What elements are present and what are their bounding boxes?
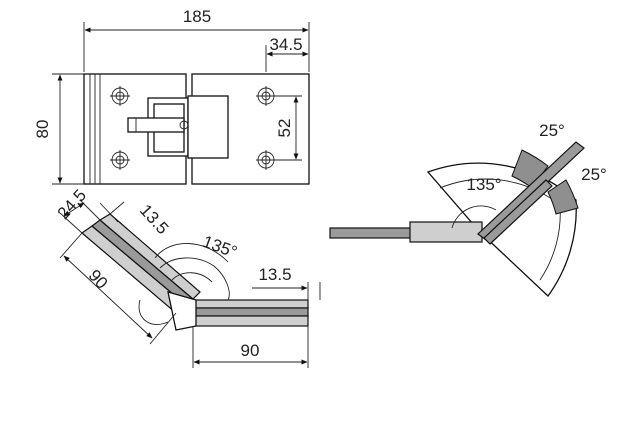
- horizontal-glass-mid: [192, 307, 309, 317]
- range-view: 135° 25° 25°: [329, 121, 607, 297]
- dim-thickness-right: 13.5: [258, 265, 291, 284]
- top-view: 185 34.5 80: [33, 7, 310, 185]
- screw-hole-bottom-right: [256, 150, 276, 170]
- range-angle-arc: [451, 205, 497, 229]
- dim-angled-offset: 24.5: [54, 186, 90, 223]
- screw-hole-top-right: [256, 86, 276, 106]
- angle-arc-135: [154, 243, 229, 263]
- dim-leg-right: 90: [241, 341, 260, 360]
- hinge-body: [127, 95, 229, 159]
- range-angle-right: 25°: [581, 165, 607, 184]
- dim-thickness-left: 13.5: [136, 201, 172, 238]
- horizontal-glass-top: [192, 299, 309, 309]
- angled-view: 24.5 13.5 135° 13.5 90 90: [54, 186, 321, 368]
- dim-line-angled-offset: [63, 202, 85, 217]
- dim-height: 80: [33, 120, 52, 139]
- dim-hole-spacing: 52: [275, 119, 294, 138]
- dim-leg-left: 90: [85, 266, 112, 293]
- screw-hole-bottom-left: [110, 150, 130, 170]
- dim-angle-135: 135°: [200, 232, 240, 262]
- angled-glass-inner: [91, 219, 194, 306]
- range-angle-upper: 25°: [539, 121, 565, 140]
- range-angled-glass-lower: [483, 179, 553, 245]
- range-angle-center: 135°: [466, 175, 501, 194]
- range-band-right: [547, 179, 579, 215]
- dim-overall-width: 185: [183, 7, 211, 26]
- dim-line-leg-left: [63, 255, 153, 339]
- dim-offset-width: 34.5: [269, 35, 302, 54]
- screw-hole-top-left: [110, 86, 130, 106]
